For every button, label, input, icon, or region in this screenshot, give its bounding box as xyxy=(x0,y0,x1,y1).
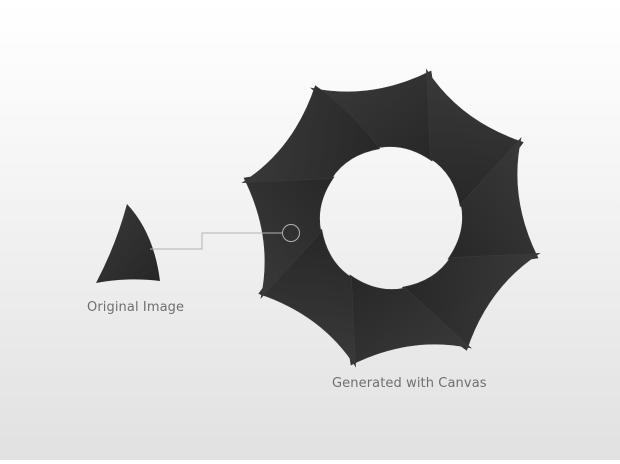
rosette-blade xyxy=(241,85,381,183)
connector-marker xyxy=(282,224,300,242)
original-shape xyxy=(96,204,160,283)
generated-canvas-caption: Generated with Canvas xyxy=(332,376,487,391)
connector-line xyxy=(150,232,282,250)
original-image-caption: Original Image xyxy=(87,300,185,315)
generated-rosette xyxy=(241,68,541,368)
